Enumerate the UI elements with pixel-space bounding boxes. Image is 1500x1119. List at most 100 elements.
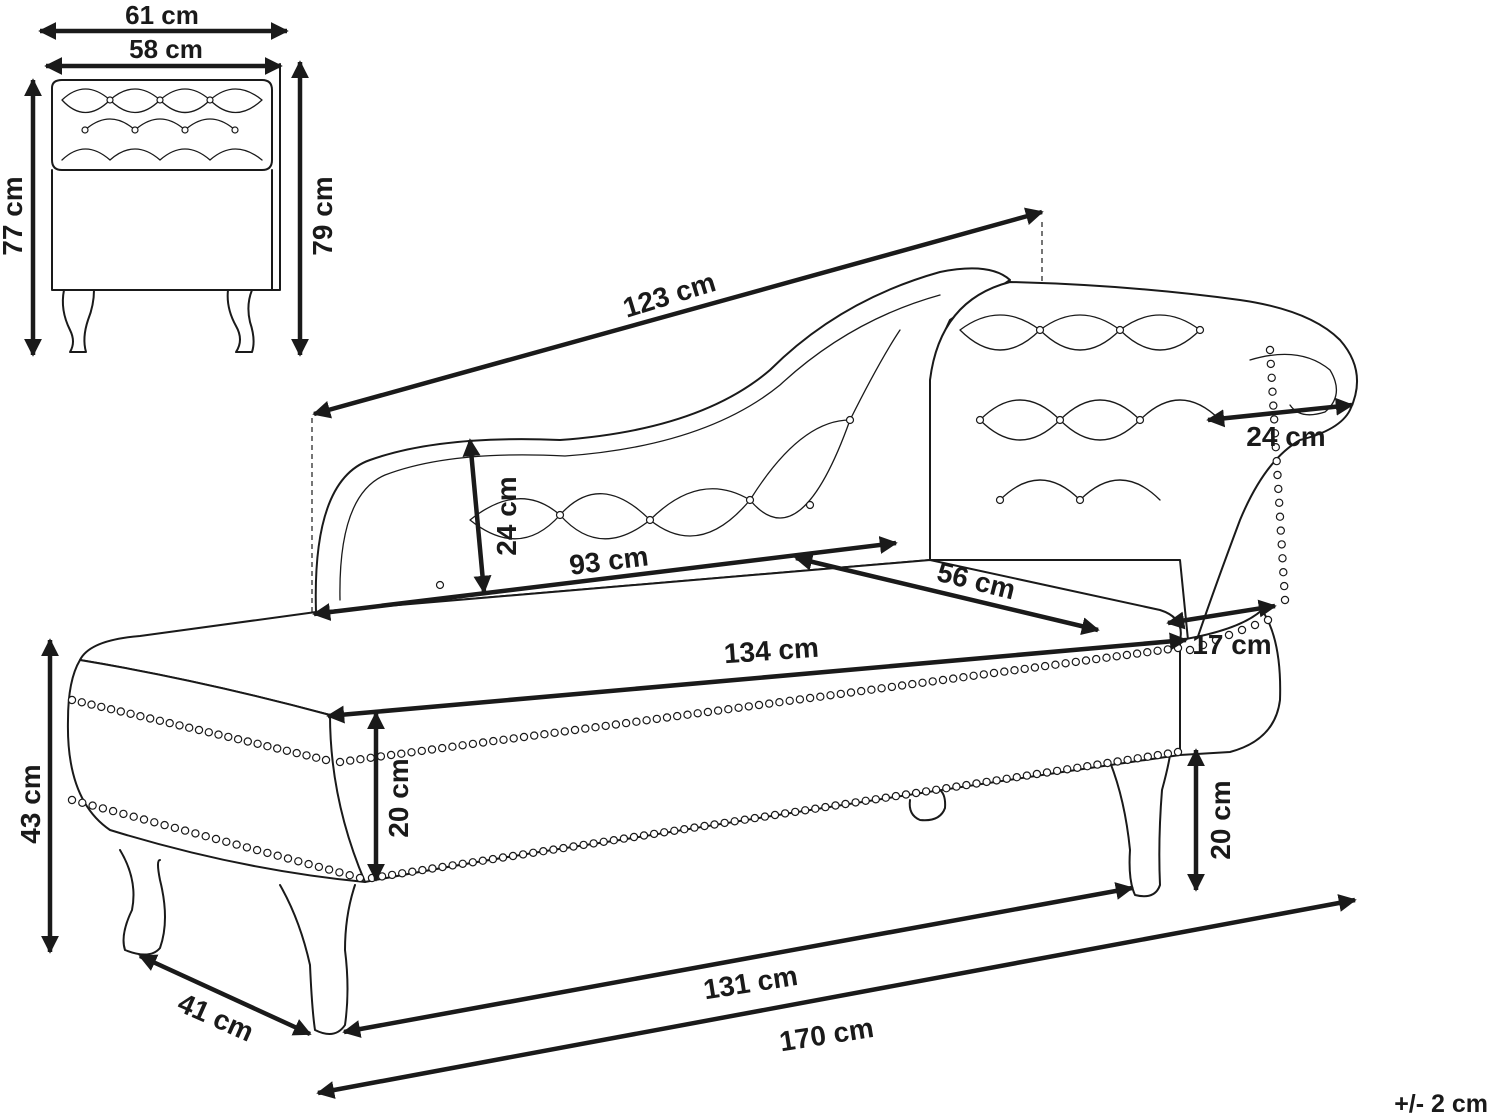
stud	[1020, 664, 1029, 674]
stud	[273, 851, 282, 860]
stud	[851, 798, 860, 807]
stud	[1211, 635, 1221, 645]
stud	[673, 711, 682, 721]
stud	[1265, 345, 1275, 355]
stud	[468, 739, 478, 749]
stud	[386, 750, 396, 760]
side-view-left-leg	[61, 289, 95, 353]
stud	[846, 688, 856, 697]
stud	[1279, 568, 1288, 577]
stud	[458, 741, 467, 750]
label-side-outer-width: 61 cm	[125, 0, 199, 30]
stud	[488, 854, 498, 864]
stud	[294, 857, 303, 866]
stud	[1153, 750, 1163, 760]
label-leg-span: 131 cm	[701, 960, 800, 1005]
stud	[1002, 774, 1011, 784]
label-seat-front-height: 20 cm	[383, 758, 414, 837]
stud	[387, 870, 397, 880]
stud	[979, 670, 989, 679]
stud	[992, 776, 1001, 785]
stud	[417, 746, 426, 756]
stud	[428, 864, 437, 873]
leg-front-right	[279, 884, 356, 1035]
stud	[1173, 747, 1183, 757]
stud	[670, 826, 679, 836]
arrow-seat-depth-right	[794, 553, 1100, 635]
stud	[826, 691, 835, 700]
stud	[509, 734, 518, 743]
stud	[952, 782, 961, 791]
stud	[680, 825, 689, 834]
stud	[1276, 526, 1286, 535]
stud	[932, 785, 941, 795]
stud	[321, 755, 331, 765]
stud	[67, 695, 77, 705]
stud	[693, 709, 702, 718]
stud	[397, 749, 406, 758]
stud	[989, 668, 999, 678]
stud	[918, 678, 927, 688]
stud	[740, 815, 750, 824]
stud	[652, 714, 662, 724]
label-backrest-height: 24 cm	[491, 476, 522, 555]
label-arm-width: 17 cm	[1192, 629, 1271, 660]
side-view	[51, 63, 281, 353]
stud	[1272, 456, 1281, 466]
stud	[969, 671, 978, 681]
stud	[713, 706, 723, 715]
stud	[180, 826, 190, 835]
stud	[1278, 554, 1287, 563]
stud	[155, 716, 165, 726]
stud	[529, 848, 538, 858]
stud	[224, 732, 233, 742]
stud	[1012, 773, 1022, 782]
chaise-lounge	[66, 267, 1358, 1035]
stud	[1270, 429, 1280, 438]
stud	[611, 720, 621, 729]
stud	[312, 753, 321, 762]
stud	[119, 809, 128, 819]
stud	[877, 684, 886, 693]
side-view-base	[51, 169, 273, 291]
stud	[1132, 649, 1142, 658]
stud	[559, 843, 568, 853]
stud	[730, 817, 739, 826]
stud	[921, 787, 931, 796]
stud	[760, 812, 770, 821]
stud	[1052, 766, 1062, 776]
label-total-depth: 41 cm	[173, 987, 258, 1048]
stud	[1198, 640, 1208, 650]
stud	[498, 853, 508, 862]
stud	[1173, 643, 1183, 653]
label-armrest-depth: 24 cm	[1246, 421, 1325, 452]
stud	[724, 705, 733, 714]
stud	[438, 862, 447, 872]
stud	[609, 836, 619, 845]
stud	[302, 751, 311, 760]
stud	[629, 832, 639, 842]
stud	[139, 815, 149, 824]
stud	[871, 795, 881, 804]
stud	[1073, 763, 1082, 773]
stud	[867, 685, 876, 694]
stud	[273, 744, 282, 753]
arrow-leg-span	[342, 882, 1134, 1038]
stud	[1268, 387, 1277, 396]
stud	[263, 742, 272, 751]
stud	[160, 820, 169, 830]
stud	[489, 736, 498, 746]
stud	[232, 840, 241, 849]
stud	[539, 847, 548, 856]
stud	[821, 802, 830, 812]
stud	[519, 732, 529, 742]
stud	[108, 806, 118, 816]
stud	[1122, 650, 1132, 660]
stud	[791, 807, 800, 817]
stud	[710, 820, 719, 829]
stud	[1143, 752, 1153, 761]
stud	[861, 796, 870, 806]
stud	[1163, 645, 1173, 654]
